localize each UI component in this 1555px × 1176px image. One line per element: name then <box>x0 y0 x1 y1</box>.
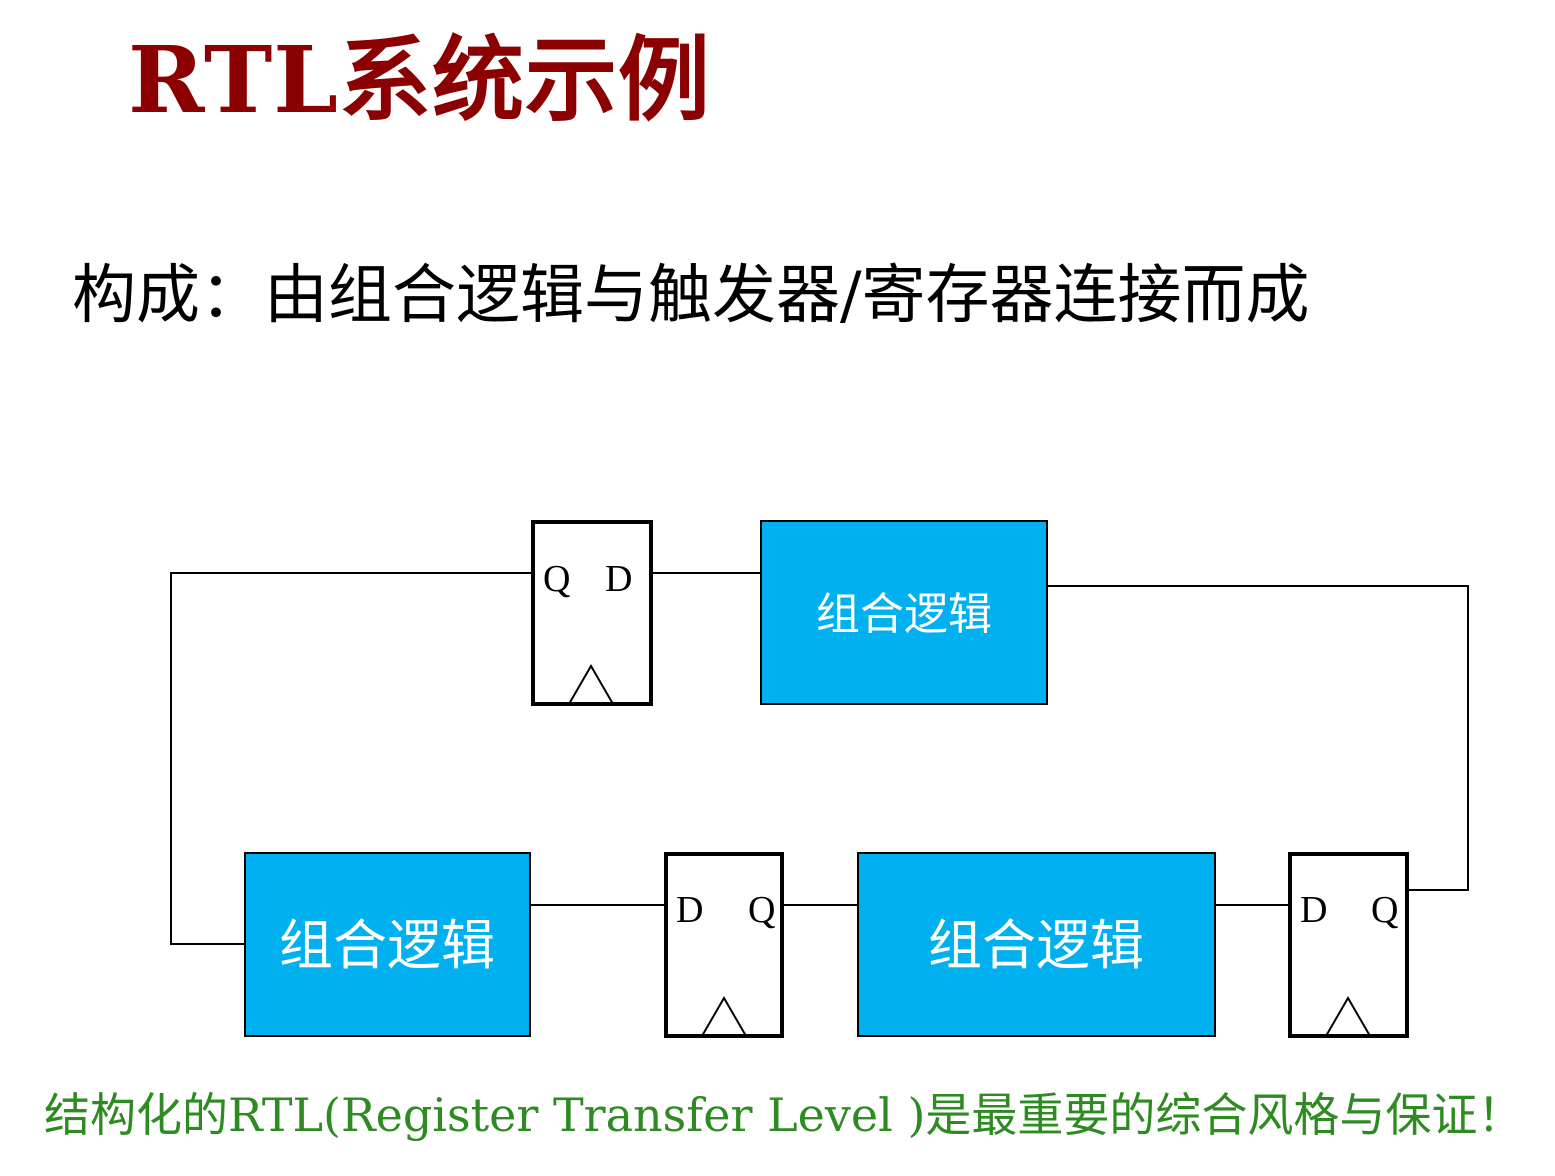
wire-ff-top-to-comb-left <box>170 572 532 945</box>
slide-title: RTL系统示例 <box>128 26 711 134</box>
comb-logic-block-left: 组合逻辑 <box>244 852 531 1037</box>
pin-label-right: Q <box>748 889 775 931</box>
flip-flop-box <box>1288 852 1409 1038</box>
clock-triangle-icon <box>701 996 747 1037</box>
flip-flop-box <box>664 852 784 1038</box>
wire-comb-top-to-ff-right <box>1048 585 1469 891</box>
pin-label-left: D <box>1300 889 1327 931</box>
comb-logic-box <box>244 852 531 1037</box>
comb-logic-box <box>857 852 1216 1037</box>
pin-label-left: D <box>676 889 703 931</box>
footer-note: 结构化的RTL(Register Transfer Level )是最重要的综合… <box>44 1088 1524 1142</box>
clock-triangle-icon <box>1325 996 1371 1037</box>
flip-flop-box <box>531 520 653 706</box>
flip-flop-middle: D Q <box>664 852 784 1038</box>
pin-label-right: Q <box>1371 889 1398 931</box>
comb-logic-label: 组合逻辑 <box>928 914 1144 977</box>
comb-logic-label: 组合逻辑 <box>279 914 495 977</box>
pin-label-left: Q <box>543 558 570 600</box>
pin-label-right: D <box>605 558 632 600</box>
clock-triangle-icon <box>568 664 614 705</box>
flip-flop-top: Q D <box>531 520 653 706</box>
comb-logic-label: 组合逻辑 <box>816 589 992 640</box>
slide-subtitle: 构成：由组合逻辑与触发器/寄存器连接而成 <box>72 259 1310 333</box>
comb-logic-block-top: 组合逻辑 <box>760 520 1048 705</box>
wires <box>170 572 1469 945</box>
comb-logic-block-middle: 组合逻辑 <box>857 852 1216 1037</box>
comb-logic-box <box>760 520 1048 705</box>
flip-flop-right: D Q <box>1288 852 1409 1038</box>
